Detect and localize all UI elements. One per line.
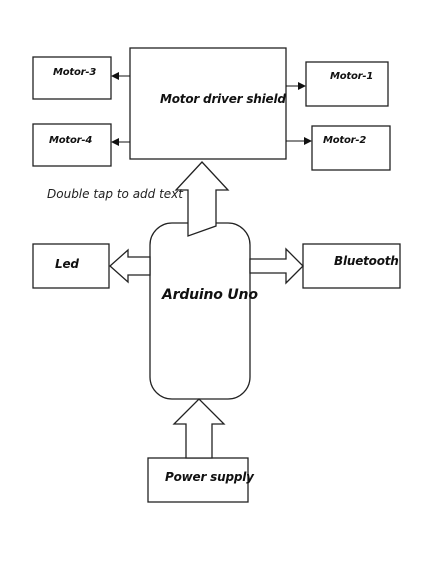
motor-4-label: Motor-4: [49, 135, 93, 146]
motor-4-box: [32, 123, 112, 167]
motor-2-box: [311, 125, 391, 171]
block-arrow-uno-to-led: [109, 248, 151, 284]
motor-driver-shield-label: Motor driver shield: [160, 92, 286, 106]
block-arrow-power-to-uno: [172, 398, 226, 459]
motor-3-box: [32, 56, 112, 100]
led-label: Led: [55, 257, 79, 271]
bluetooth-box: [302, 243, 401, 289]
motor-3-label: Motor-3: [53, 67, 97, 78]
motor-1-label: Motor-1: [330, 71, 374, 82]
block-arrow-uno-to-bluetooth: [249, 247, 304, 285]
motor-2-label: Motor-2: [323, 135, 367, 146]
motor-driver-shield-box: [129, 47, 287, 160]
double-tap-hint[interactable]: Double tap to add text: [47, 187, 183, 201]
bluetooth-label: Bluetooth: [334, 254, 399, 268]
led-box: [32, 243, 110, 289]
motor-1-box: [305, 61, 389, 107]
power-supply-box: [147, 457, 249, 503]
power-supply-label: Power supply: [165, 470, 254, 484]
arduino-uno-label: Arduino Uno: [162, 287, 258, 303]
block-arrow-uno-to-shield: [174, 161, 230, 237]
arduino-uno-box: [149, 222, 251, 400]
